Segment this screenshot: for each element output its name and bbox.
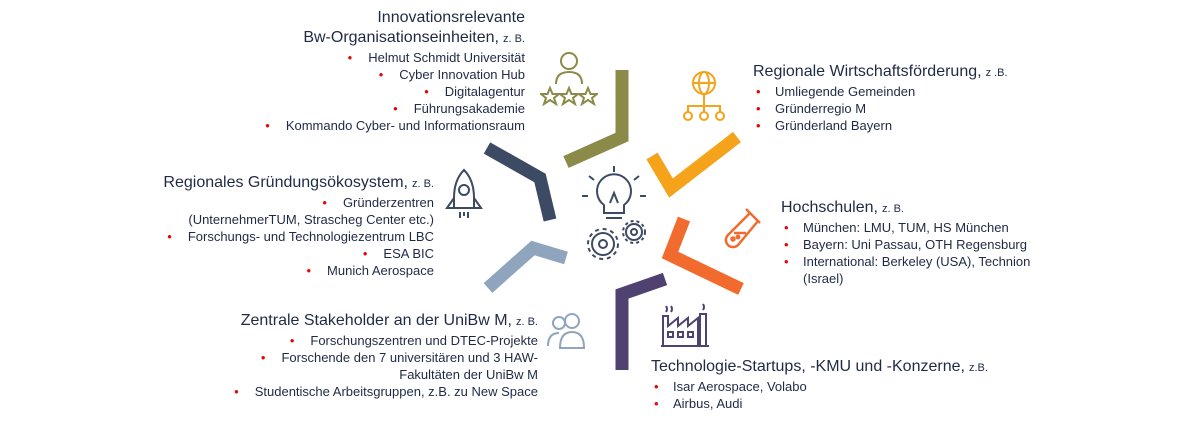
list-item: •Führungsakademie <box>393 101 525 116</box>
regional-title: Regionale Wirtschaftsförderung, <box>753 63 982 80</box>
list-item: Gründerregio M <box>753 100 1153 117</box>
universities-title: Hochschulen, <box>781 199 878 216</box>
rocket-icon <box>445 168 483 218</box>
startups-block: Technologie-Startups, -KMU und -Konzerne… <box>651 357 1071 412</box>
list-item: International: Berkeley (USA), Technion … <box>781 253 1071 287</box>
stakeholder-suffix: z. B. <box>515 316 538 328</box>
regional-block: Regionale Wirtschaftsförderung,z .B. Uml… <box>753 62 1153 134</box>
list-item: Bayern: Uni Passau, OTH Regensburg <box>781 236 1071 253</box>
list-item: •Digitalagentur <box>424 84 525 99</box>
globe-network-icon <box>683 71 725 121</box>
arm-purple <box>615 272 668 370</box>
list-item: •Munich Aerospace <box>306 263 434 278</box>
people-icon <box>547 313 586 349</box>
startups-suffix: z.B. <box>968 362 988 374</box>
universities-block: Hochschulen,z. B. München: LMU, TUM, HS … <box>781 198 1071 287</box>
lightbulb-icon <box>582 166 646 219</box>
list-item: Umliegende Gemeinden <box>753 83 1153 100</box>
bw-units-title: Innovationsrelevante Bw-Organisationsein… <box>105 8 525 49</box>
bw-units-title-line2: Bw-Organisationseinheiten, <box>303 29 499 46</box>
list-item: Gründerland Bayern <box>753 117 1153 134</box>
startups-title: Technologie-Startups, -KMU und -Konzerne… <box>651 358 965 375</box>
arm-olive <box>563 70 629 168</box>
list-item: •Studentische Arbeitsgruppen, z.B. zu Ne… <box>234 384 538 399</box>
bw-units-title-line1: Innovationsrelevante <box>377 9 525 26</box>
factory-icon <box>661 303 709 347</box>
list-item: (UnternehmerTUM, Strascheg Center etc.) <box>188 212 434 227</box>
list-item: Airbus, Audi <box>651 395 1071 412</box>
stakeholder-title: Zentrale Stakeholder an der UniBw M, <box>240 312 512 329</box>
ecosystem-suffix: z. B. <box>411 178 434 190</box>
list-item: •Forschende den 7 universitären und 3 HA… <box>260 350 538 365</box>
ecosystem-block: Regionales Gründungsökosystem,z. B. •Grü… <box>14 173 434 279</box>
arm-dark-blue <box>483 142 557 222</box>
arm-orange-yellow <box>646 131 741 198</box>
list-item: •Kommando Cyber- und Informationsraum <box>265 118 525 133</box>
regional-suffix: z .B. <box>985 67 1008 79</box>
list-item: •Forschungszentren und DTEC-Projekte <box>289 333 538 348</box>
stakeholder-block: Zentrale Stakeholder an der UniBw M,z. B… <box>98 311 538 400</box>
list-item: •Forschungs- und Technologiezentrum LBC <box>167 229 434 244</box>
gears-icon <box>587 220 646 260</box>
arm-orange <box>661 216 744 295</box>
ecosystem-title: Regionales Gründungsökosystem, <box>163 174 408 191</box>
person-stars-icon <box>540 52 598 106</box>
list-item: •Gründerzentren <box>322 195 434 210</box>
arm-light-blue <box>483 240 568 293</box>
bw-units-suffix: z. B. <box>502 33 525 45</box>
list-item: München: LMU, TUM, HS München <box>781 219 1071 236</box>
list-item: •Cyber Innovation Hub <box>378 67 525 82</box>
list-item: •Helmut Schmidt Universität <box>347 50 525 65</box>
list-item: Fakultäten der UniBw M <box>399 367 538 382</box>
test-tube-icon <box>724 208 761 249</box>
universities-suffix: z. B. <box>881 203 904 215</box>
list-item: •ESA BIC <box>362 246 434 261</box>
bw-units-block: Innovationsrelevante Bw-Organisationsein… <box>105 8 525 134</box>
list-item: Isar Aerospace, Volabo <box>651 378 1071 395</box>
